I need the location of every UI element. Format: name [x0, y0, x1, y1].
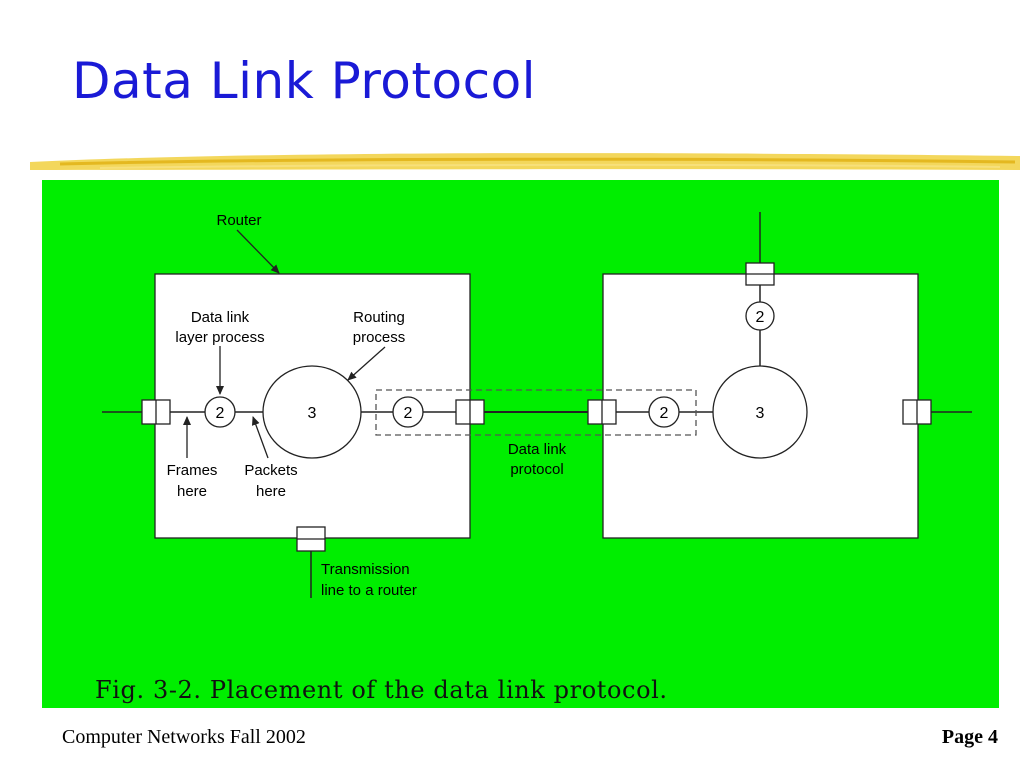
packets-arrow [251, 416, 269, 459]
svg-text:2: 2 [404, 405, 413, 422]
right-dll-process-node-left: 2 [648, 396, 680, 428]
interface-left-edge [141, 399, 171, 425]
transmission-label-2: line to a router [321, 582, 417, 599]
protocol-label-1: Data link [508, 441, 567, 458]
left-dll-process-node: 2 [204, 396, 236, 428]
interface-right-top-edge [745, 262, 775, 286]
figure-caption: Fig. 3-2. Placement of the data link pro… [95, 676, 668, 704]
footer-page-number: Page 4 [941, 726, 998, 748]
frames-label-2: here [177, 483, 207, 500]
right-dll-process-node-top: 2 [745, 301, 775, 331]
packets-label-1: Packets [244, 462, 297, 479]
routing-process-label-1: Routing [353, 309, 405, 326]
left-dll-process-node-right: 2 [392, 396, 424, 428]
interface-right-left-edge [587, 399, 617, 425]
interface-right-right-edge [902, 399, 932, 425]
data-link-protocol-box [375, 389, 697, 436]
protocol-label-2: protocol [510, 461, 563, 478]
svg-text:3: 3 [756, 405, 765, 422]
router-diagram: 2 2 2 2 3 3 [102, 212, 972, 599]
slide-title: Data Link Protocol [72, 52, 537, 110]
router-label: Router [216, 212, 261, 229]
svg-text:3: 3 [308, 405, 317, 422]
interface-left-right-edge [455, 399, 485, 425]
frames-label-1: Frames [167, 462, 218, 479]
left-routing-process-node: 3 [262, 365, 362, 459]
footer-course: Computer Networks Fall 2002 [62, 726, 306, 748]
router-arrow [236, 229, 280, 274]
svg-text:2: 2 [756, 309, 765, 326]
svg-text:2: 2 [660, 405, 669, 422]
dll-process-label-1: Data link [191, 309, 250, 326]
title-underline-decoration [30, 153, 1020, 170]
transmission-label-1: Transmission [321, 561, 410, 578]
routing-process-arrow [347, 346, 386, 381]
right-routing-process-node: 3 [712, 365, 808, 459]
packets-label-2: here [256, 483, 286, 500]
figure-panel: 2 2 2 2 3 3 [42, 180, 999, 708]
dll-process-label-2: layer process [175, 329, 264, 346]
routing-process-label-2: process [353, 329, 406, 346]
svg-text:2: 2 [216, 405, 225, 422]
interface-left-bottom-edge [296, 526, 326, 552]
